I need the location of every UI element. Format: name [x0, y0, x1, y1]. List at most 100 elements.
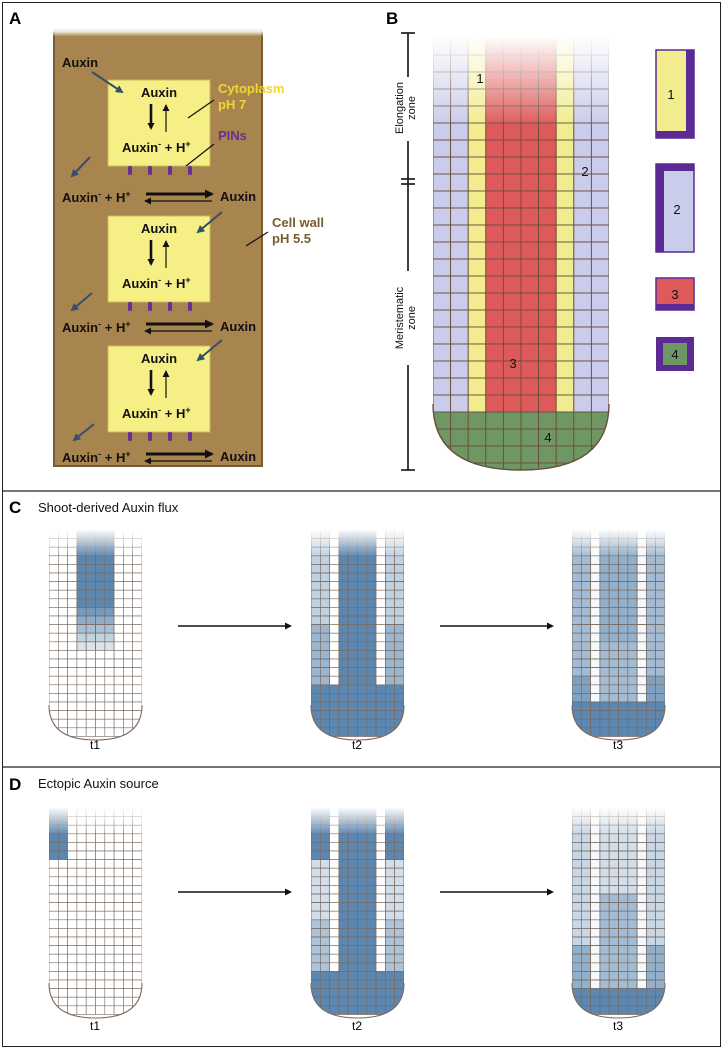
auxin-cell	[580, 718, 591, 729]
root-cell	[485, 190, 504, 209]
auxin-cell	[636, 564, 647, 574]
auxin-cell	[357, 962, 368, 972]
auxin-cell	[366, 675, 377, 686]
pin-protein	[128, 302, 132, 311]
root-cell	[132, 632, 142, 643]
root-cell	[132, 833, 142, 843]
root-cell	[132, 581, 142, 591]
auxin-cell	[599, 684, 610, 694]
auxin-cell	[394, 910, 404, 921]
root-cell	[590, 377, 609, 396]
auxin-cell	[636, 893, 647, 903]
auxin-cell	[394, 555, 404, 565]
root-cell	[123, 971, 134, 981]
auxin-cell	[375, 971, 386, 981]
auxin-cell	[590, 988, 601, 998]
auxin-cell	[385, 850, 395, 860]
root-cell	[132, 727, 142, 737]
root-cell	[67, 910, 78, 921]
root-cell	[329, 615, 340, 625]
auxin-cell	[627, 710, 638, 720]
root-cell	[57, 684, 68, 694]
auxin-cell	[357, 971, 368, 981]
root-cell	[123, 928, 134, 938]
auxin-cell	[329, 979, 340, 989]
root-cell	[49, 919, 59, 929]
root-cell	[502, 241, 522, 260]
root-cell	[95, 945, 106, 955]
auxin-cell	[599, 910, 610, 921]
auxin-cell	[599, 919, 610, 929]
auxin-cell	[608, 555, 619, 565]
auxin-cell	[366, 564, 377, 574]
auxin-cell	[572, 971, 582, 981]
auxin-cell	[338, 572, 349, 582]
auxin-cell	[366, 850, 377, 860]
auxin-cell	[618, 876, 629, 886]
auxin-cell	[655, 572, 665, 582]
root-cell	[555, 207, 575, 226]
root-cell	[538, 394, 557, 413]
auxin-cell	[338, 727, 349, 737]
auxin-cell	[627, 910, 638, 921]
root-region-label-4: 4	[544, 430, 551, 445]
root-cell	[467, 445, 487, 464]
auxin-cell	[338, 996, 349, 1007]
auxin-cell	[590, 876, 601, 886]
auxin-cell	[385, 718, 395, 729]
root-cell	[49, 953, 59, 964]
cytoplasm-box	[107, 79, 211, 167]
root-cell	[113, 581, 124, 591]
root-cell	[132, 693, 142, 703]
auxin-cell	[347, 971, 358, 981]
root-cell	[67, 572, 78, 582]
auxin-cell	[347, 867, 358, 878]
auxin-cell	[311, 867, 321, 878]
root-cell	[520, 190, 540, 209]
auxin-cell	[319, 953, 330, 964]
auxin-cell	[329, 693, 340, 703]
auxin-cell	[394, 701, 404, 711]
root-cell	[76, 910, 87, 921]
root-cell	[375, 641, 386, 651]
root-cell	[57, 979, 68, 989]
root-cell	[433, 292, 452, 311]
root-cell	[375, 667, 386, 677]
auxin-cell	[608, 718, 619, 729]
root-cell	[104, 867, 115, 878]
root-cell	[95, 876, 106, 886]
auxin-cell	[572, 727, 582, 737]
auxin-cell	[655, 555, 665, 565]
wall-anion-label: Auxin- + H+	[62, 189, 131, 205]
auxin-cell	[319, 701, 330, 711]
root-cell	[85, 693, 96, 703]
auxin-cell	[85, 598, 96, 608]
auxin-cell	[627, 902, 638, 912]
auxin-cell	[599, 988, 610, 998]
auxin-cell	[636, 996, 647, 1007]
root-cell	[394, 727, 404, 737]
auxin-cell	[319, 859, 330, 869]
root-cell	[123, 833, 134, 843]
root-cell	[485, 241, 504, 260]
root-grid	[311, 808, 404, 1015]
root-cell	[123, 581, 134, 591]
panel-d-time-1: t1	[90, 1019, 100, 1033]
root-cell	[76, 850, 87, 860]
auxin-cell	[599, 936, 610, 946]
auxin-cell	[599, 710, 610, 720]
auxin-cell	[636, 675, 647, 686]
root-cell	[450, 394, 469, 413]
auxin-cell	[572, 581, 582, 591]
auxin-cell	[311, 632, 321, 643]
auxin-cell	[385, 842, 395, 852]
root-cell	[375, 867, 386, 878]
auxin-cell	[329, 710, 340, 720]
auxin-cell	[646, 641, 657, 651]
root-cell	[520, 173, 540, 192]
auxin-cell	[357, 615, 368, 625]
auxin-cell	[95, 607, 106, 617]
auxin-cell	[311, 953, 321, 964]
root-cell	[132, 928, 142, 938]
auxin-cell	[599, 833, 610, 843]
